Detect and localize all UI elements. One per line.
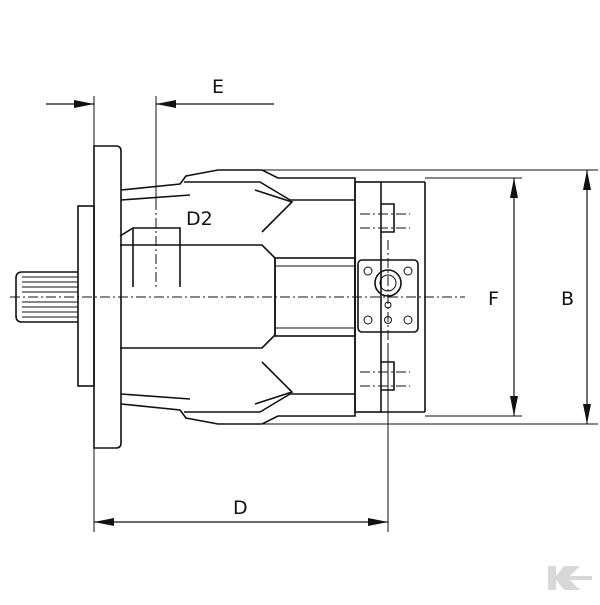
- splined-shaft: [15, 271, 78, 323]
- mounting-flange: [93, 145, 122, 449]
- dim-label-F: F: [488, 288, 499, 310]
- dimension-F: F: [488, 178, 518, 416]
- dim-label-B: B: [561, 288, 574, 310]
- extension-lines: [93, 96, 598, 532]
- dim-label-D: D: [233, 497, 248, 519]
- dimension-D: D: [94, 497, 388, 526]
- dim-label-E: E: [212, 76, 224, 98]
- control-valve-block: [357, 240, 419, 345]
- brand-logo-icon: [548, 566, 592, 590]
- dimension-E: E: [46, 76, 274, 108]
- dimension-B: B: [561, 170, 591, 424]
- pilot-boss: [77, 205, 95, 387]
- dim-label-D2: D2: [186, 208, 213, 230]
